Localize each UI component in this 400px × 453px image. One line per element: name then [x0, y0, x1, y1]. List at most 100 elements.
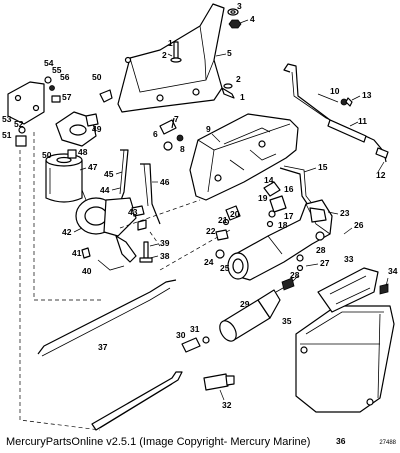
- svg-text:23: 23: [340, 208, 350, 218]
- mounting-bracket: [117, 3, 225, 113]
- callout-19: 19: [258, 193, 268, 203]
- callout-5: 5: [215, 48, 232, 58]
- svg-text:15: 15: [318, 162, 328, 172]
- svg-text:38: 38: [160, 251, 170, 261]
- callout-47: 47: [79, 162, 98, 172]
- svg-text:41: 41: [72, 248, 82, 258]
- callout-51: 51: [2, 130, 12, 140]
- diagram-number: 27488: [379, 440, 396, 446]
- callout-14: 14: [264, 175, 274, 185]
- callout-44: 44: [100, 185, 121, 195]
- callout-53: 53: [2, 114, 12, 124]
- image-caption: MercuryPartsOnline v2.5.1 (Image Copyrig…: [6, 436, 311, 448]
- callout-48: 48: [78, 147, 88, 157]
- svg-text:25: 25: [220, 263, 230, 273]
- callout-12: 12: [376, 161, 386, 180]
- callout-27: 27: [305, 258, 330, 268]
- callout-2: 2: [162, 50, 173, 60]
- svg-text:43: 43: [128, 207, 138, 217]
- svg-text:48: 48: [78, 147, 88, 157]
- callout-15: 15: [303, 162, 328, 173]
- callout-42: 42: [62, 227, 83, 237]
- svg-text:24: 24: [204, 257, 214, 267]
- sealant-tube: [203, 373, 235, 391]
- svg-text:26: 26: [354, 220, 364, 230]
- callout-28a: 28: [316, 245, 326, 255]
- svg-text:20: 20: [230, 209, 240, 219]
- fittings-14-22: [215, 181, 287, 241]
- callout-26: 26: [343, 220, 364, 235]
- callout-54: 54: [44, 58, 54, 68]
- electric-fuel-pump: [181, 275, 299, 353]
- callout-39: 39: [149, 238, 170, 248]
- svg-text:31: 31: [190, 324, 200, 334]
- svg-text:33: 33: [344, 254, 354, 264]
- callout-56: 56: [60, 72, 70, 82]
- electronic-module-cover: [295, 305, 395, 413]
- svg-text:46: 46: [160, 177, 170, 187]
- svg-text:8: 8: [180, 144, 185, 154]
- fuel-filter: [45, 153, 83, 203]
- svg-text:13: 13: [362, 90, 372, 100]
- dashed-routing-lines: [19, 132, 231, 431]
- svg-text:16: 16: [284, 184, 294, 194]
- callout-25: 25: [220, 263, 230, 273]
- callout-40: 40: [82, 266, 92, 276]
- callout-2b: 2: [236, 74, 241, 84]
- callout-9: 9: [206, 124, 221, 143]
- callout-24: 24: [204, 257, 214, 267]
- callout-7: 7: [174, 114, 179, 124]
- svg-text:45: 45: [104, 169, 114, 179]
- svg-text:28: 28: [316, 245, 326, 255]
- callout-1b: 1: [240, 92, 245, 102]
- bracket-bolts: [159, 8, 242, 151]
- svg-text:27: 27: [320, 258, 330, 268]
- svg-text:30: 30: [176, 330, 186, 340]
- svg-text:47: 47: [88, 162, 98, 172]
- svg-text:4: 4: [250, 14, 255, 24]
- callout-4: 4: [239, 14, 255, 24]
- svg-text:52: 52: [14, 119, 24, 129]
- svg-text:42: 42: [62, 227, 72, 237]
- svg-text:2: 2: [162, 50, 167, 60]
- svg-text:9: 9: [206, 124, 211, 134]
- svg-text:10: 10: [330, 86, 340, 96]
- callout-57: 57: [62, 92, 72, 102]
- svg-text:34: 34: [388, 266, 398, 276]
- svg-text:14: 14: [264, 175, 274, 185]
- svg-text:57: 57: [62, 92, 72, 102]
- callout-32: 32: [219, 389, 232, 410]
- callout-50a: 50: [92, 72, 102, 82]
- callout-46: 46: [152, 177, 170, 187]
- svg-text:36: 36: [336, 436, 346, 446]
- fuel-line-long: [37, 279, 183, 431]
- callout-11: 11: [349, 116, 367, 127]
- callout-22: 22: [206, 226, 216, 236]
- callout-21: 21: [218, 215, 228, 225]
- callout-labels: 1 2 3 4 5 2 1 7 6 8 9 10 11 12 13 14 15 …: [2, 1, 398, 446]
- svg-text:21: 21: [218, 215, 228, 225]
- svg-text:29: 29: [240, 299, 250, 309]
- svg-text:35: 35: [282, 316, 292, 326]
- callout-43: 43: [128, 207, 138, 217]
- callout-23: 23: [327, 208, 350, 218]
- svg-text:53: 53: [2, 114, 12, 124]
- svg-text:5: 5: [227, 48, 232, 58]
- svg-text:54: 54: [44, 58, 54, 68]
- callout-49: 49: [92, 124, 102, 134]
- callout-33: 33: [344, 254, 354, 264]
- callout-31: 31: [190, 324, 200, 334]
- svg-text:55: 55: [52, 65, 62, 75]
- callout-6: 6: [153, 129, 158, 139]
- svg-text:18: 18: [278, 220, 288, 230]
- svg-text:7: 7: [174, 114, 179, 124]
- callout-13: 13: [351, 90, 372, 101]
- svg-text:40: 40: [82, 266, 92, 276]
- vent-hose: [283, 63, 389, 163]
- callout-34: 34: [385, 266, 398, 287]
- svg-text:12: 12: [376, 170, 386, 180]
- svg-text:56: 56: [60, 72, 70, 82]
- callout-3: 3: [237, 1, 242, 11]
- callout-10: 10: [330, 86, 340, 96]
- svg-text:19: 19: [258, 193, 268, 203]
